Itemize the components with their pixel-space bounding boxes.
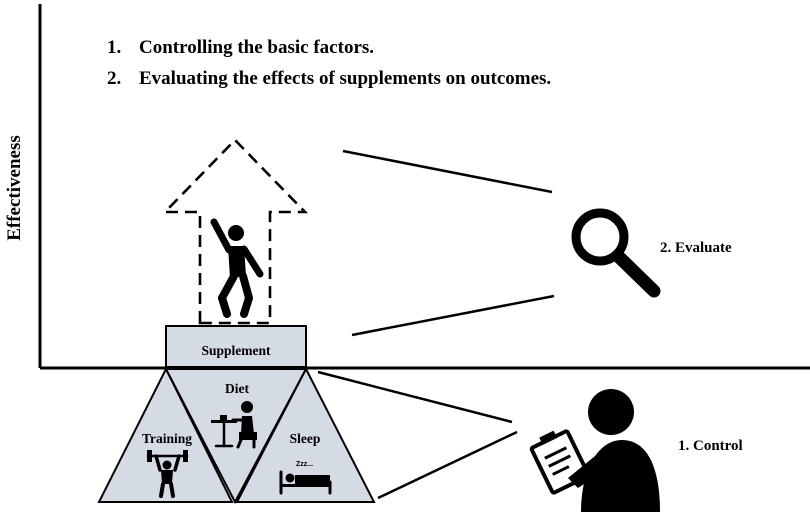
sleep-triangle [235,366,376,503]
diet-label: Diet [225,381,249,396]
title-line-2-number: 2. [107,68,121,89]
sleeping-person-icon [279,470,332,495]
evaluate-connector-bottom [351,294,555,337]
control-connector-bottom [377,430,518,500]
y-axis-label: Effectiveness [4,135,25,241]
evaluate-connector-top [342,149,553,194]
magnifier-icon [571,208,661,298]
sleep-label: Sleep [290,431,321,446]
person-eating-icon [211,401,257,449]
evaluate-label: 2. Evaluate [660,240,732,256]
control-connector-top [317,370,513,424]
training-label: Training [142,431,192,446]
title-line-1: Controlling the basic factors. [139,37,374,58]
dashed-up-arrow [161,138,309,325]
title-line-1-number: 1. [107,37,121,58]
zzz-text: Zzz... [296,461,313,468]
weightlifter-icon [146,450,189,498]
person-clipboard-icon [529,389,660,512]
control-label: 1. Control [678,438,743,454]
training-triangle [97,366,234,503]
title-line-2: Evaluating the effects of supplements on… [139,68,551,89]
supplement-box [165,325,307,368]
supplement-label: Supplement [201,343,271,358]
person-jumping-icon [210,218,264,318]
